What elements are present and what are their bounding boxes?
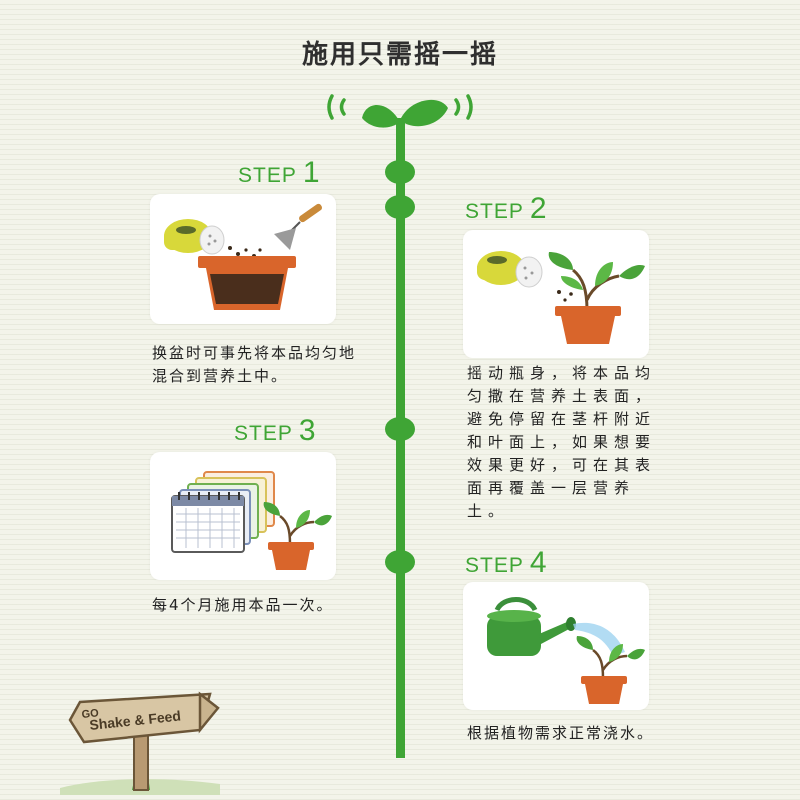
trowel-icon — [274, 203, 323, 250]
shake-and-feed-sign: GO Shake & Feed — [60, 691, 220, 795]
timeline-node-1 — [385, 160, 415, 184]
step-1-card — [150, 194, 336, 324]
plant-icon — [548, 252, 645, 311]
fertilizer-bottle-icon — [477, 251, 543, 288]
soil-granules — [557, 290, 573, 302]
fertilizer-bottle-icon — [164, 219, 225, 255]
sound-wave-left-2 — [339, 98, 346, 116]
step-3-card — [150, 452, 336, 580]
timeline-node-3 — [385, 417, 415, 441]
watering-can-icon — [487, 597, 576, 656]
flower-pot-icon — [198, 256, 296, 310]
step-2-description: 摇动瓶身，将本品均匀撒在营养土表面，避免停留在茎杆附近和叶面上，如果想要效果更好… — [467, 364, 657, 520]
flower-pot-icon — [555, 306, 621, 344]
flower-pot-icon — [581, 676, 627, 704]
sprout-left-leaf — [362, 104, 400, 128]
watering-illustration — [487, 597, 645, 704]
page-title: 施用只需摇一摇 — [301, 40, 498, 70]
step-1-description: 换盆时可事先将本品均匀地混合到营养土中。 — [152, 344, 357, 385]
soil-mixing-illustration — [164, 203, 323, 310]
sprout-right-leaf — [400, 99, 448, 127]
step-4-card — [463, 582, 649, 710]
step-3-description: 每4个月施用本品一次。 — [152, 596, 334, 614]
plant-icon — [263, 502, 332, 545]
plant-icon — [576, 636, 645, 679]
sign-board-tip — [198, 691, 220, 734]
calendar-schedule-illustration — [171, 471, 332, 570]
step-2-card — [463, 230, 649, 358]
sprinkle-fertilizer-illustration — [477, 251, 645, 344]
step-4-description: 根据植物需求正常浇水。 — [467, 724, 655, 742]
water-stream — [573, 622, 625, 656]
flower-pot-icon — [268, 542, 314, 570]
timeline-node-2 — [385, 195, 415, 219]
sound-wave-right-2 — [454, 98, 461, 116]
sign-text-go: GO — [81, 707, 100, 721]
sound-wave-left-1 — [327, 94, 334, 120]
calendar-icon — [171, 471, 275, 553]
timeline-node-4 — [385, 550, 415, 574]
sound-wave-right-1 — [466, 94, 473, 120]
